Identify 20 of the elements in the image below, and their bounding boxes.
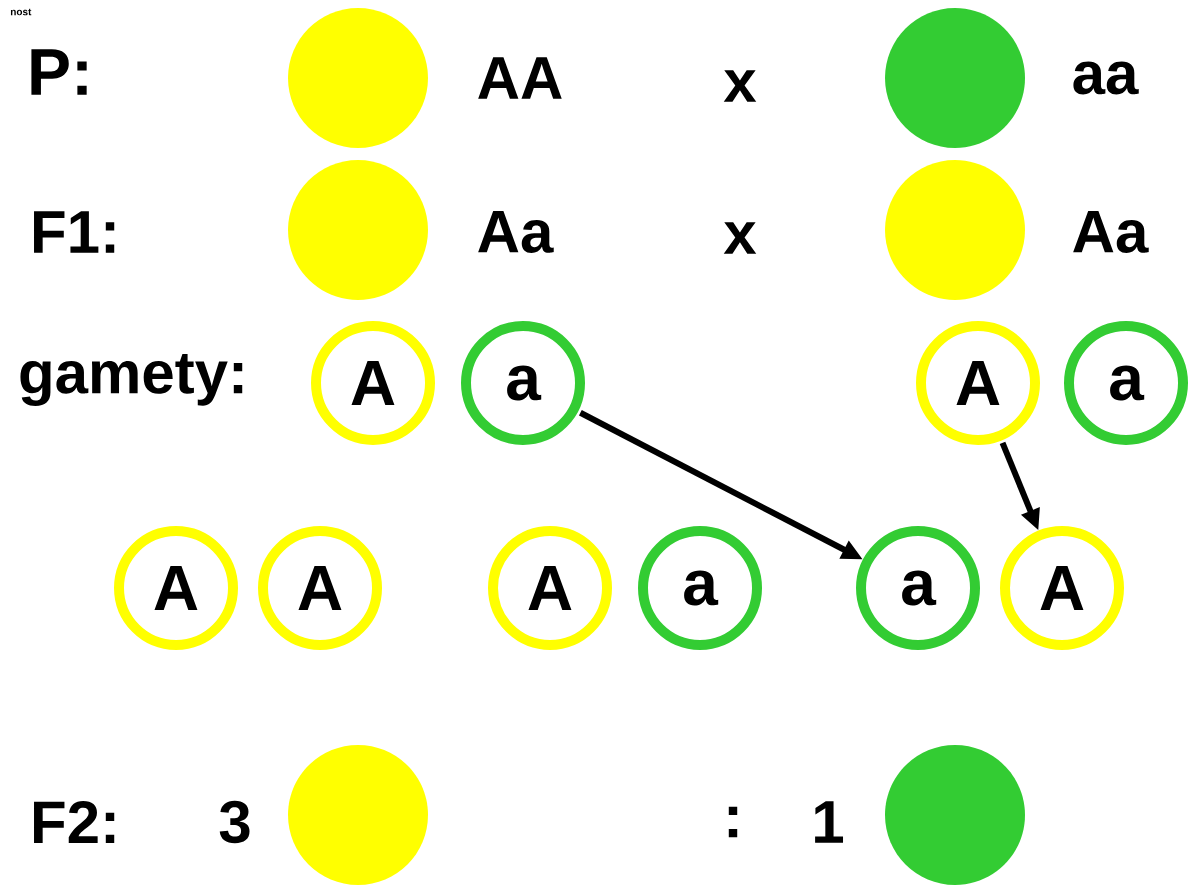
label: Aa — [478, 211, 554, 253]
label: aa — [1073, 61, 1139, 95]
filled-circle — [288, 8, 428, 148]
label: 3 — [219, 800, 250, 844]
label: gamety: — [20, 354, 243, 406]
label: 1 — [815, 801, 843, 843]
label: x — [723, 70, 757, 102]
label: : — [728, 806, 738, 838]
filled-circle — [885, 8, 1025, 148]
filled-circle — [288, 160, 428, 300]
label: x — [723, 222, 757, 254]
label: F2: — [34, 801, 115, 843]
filled-circle — [885, 745, 1025, 885]
label: AA — [478, 57, 562, 99]
filled-circle — [288, 745, 428, 885]
label: F1: — [34, 211, 115, 253]
filled-circle — [885, 160, 1025, 300]
label: nost — [10, 8, 32, 16]
label: P: — [31, 49, 87, 95]
label: Aa — [1073, 211, 1149, 253]
